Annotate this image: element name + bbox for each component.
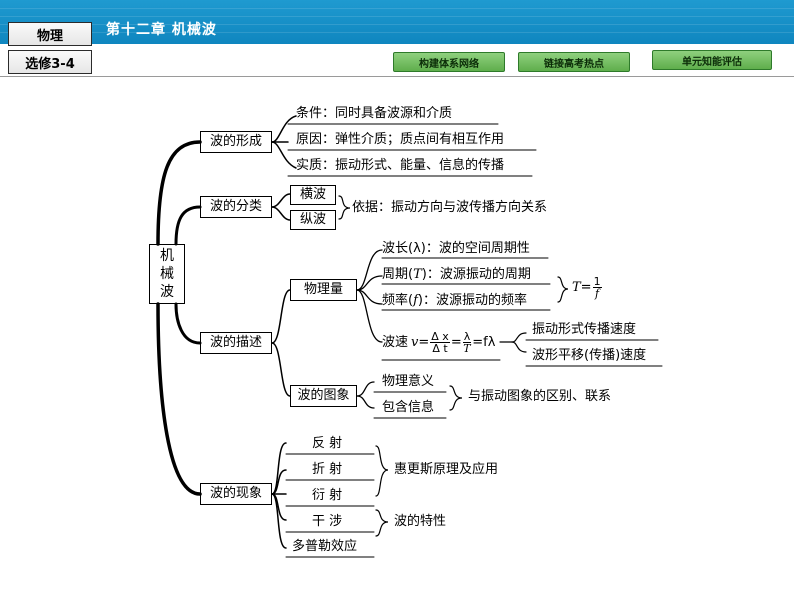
phenomenon-refraction: 折 射 <box>312 462 343 477</box>
header-divider <box>0 76 794 77</box>
period-text: 周期(T)：波源振动的周期 <box>382 267 531 282</box>
graph-physical-meaning: 物理意义 <box>382 374 435 389</box>
frequency-text: 频率(f)：波源振动的频率 <box>382 293 527 308</box>
classification-basis: 依据：振动方向与波传播方向关系 <box>352 200 548 215</box>
phenomenon-interference: 干 涉 <box>312 514 343 529</box>
formation-condition: 条件：同时具备波源和介质 <box>296 106 453 121</box>
branch-wave-description: 波的描述 <box>200 332 272 354</box>
phenomenon-reflection: 反 射 <box>312 436 343 451</box>
phenomenon-diffraction: 衍 射 <box>312 488 343 503</box>
wave-graph-node: 波的图象 <box>290 385 357 407</box>
phenomenon-doppler: 多普勒效应 <box>292 539 358 554</box>
wavelength-text: 波长(λ)：波的空间周期性 <box>382 241 530 256</box>
longitudinal-wave-node: 纵波 <box>290 210 336 230</box>
root-node-mechanical-wave: 机械波 <box>149 244 185 304</box>
header-band <box>0 0 794 44</box>
huygens-principle: 惠更斯原理及应用 <box>394 462 499 477</box>
graph-contained-info: 包含信息 <box>382 400 435 415</box>
module-tab[interactable]: 选修3-4 <box>8 50 92 74</box>
branch-wave-formation: 波的形成 <box>200 131 272 153</box>
graph-relation: 与振动图象的区别、联系 <box>468 389 612 404</box>
wave-property: 波的特性 <box>394 514 447 529</box>
speed-meaning-translation: 波形平移(传播)速度 <box>532 348 647 363</box>
speed-meaning-propagation: 振动形式传播速度 <box>532 322 637 337</box>
branch-wave-phenomena: 波的现象 <box>200 483 272 505</box>
nav-build-system-button[interactable]: 构建体系网络 <box>393 52 505 72</box>
physical-quantities-node: 物理量 <box>290 279 357 301</box>
chapter-title: 第十二章 机械波 <box>106 22 217 38</box>
formation-cause: 原因：弹性介质；质点间有相互作用 <box>296 132 505 147</box>
nav-exam-hotspot-button[interactable]: 链接高考热点 <box>518 52 630 72</box>
formation-essence: 实质：振动形式、能量、信息的传播 <box>296 158 505 173</box>
nav-unit-assessment-button[interactable]: 单元知能评估 <box>652 50 772 70</box>
subject-tab[interactable]: 物理 <box>8 22 92 46</box>
transverse-wave-node: 横波 <box>290 185 336 205</box>
branch-wave-classification: 波的分类 <box>200 196 272 218</box>
